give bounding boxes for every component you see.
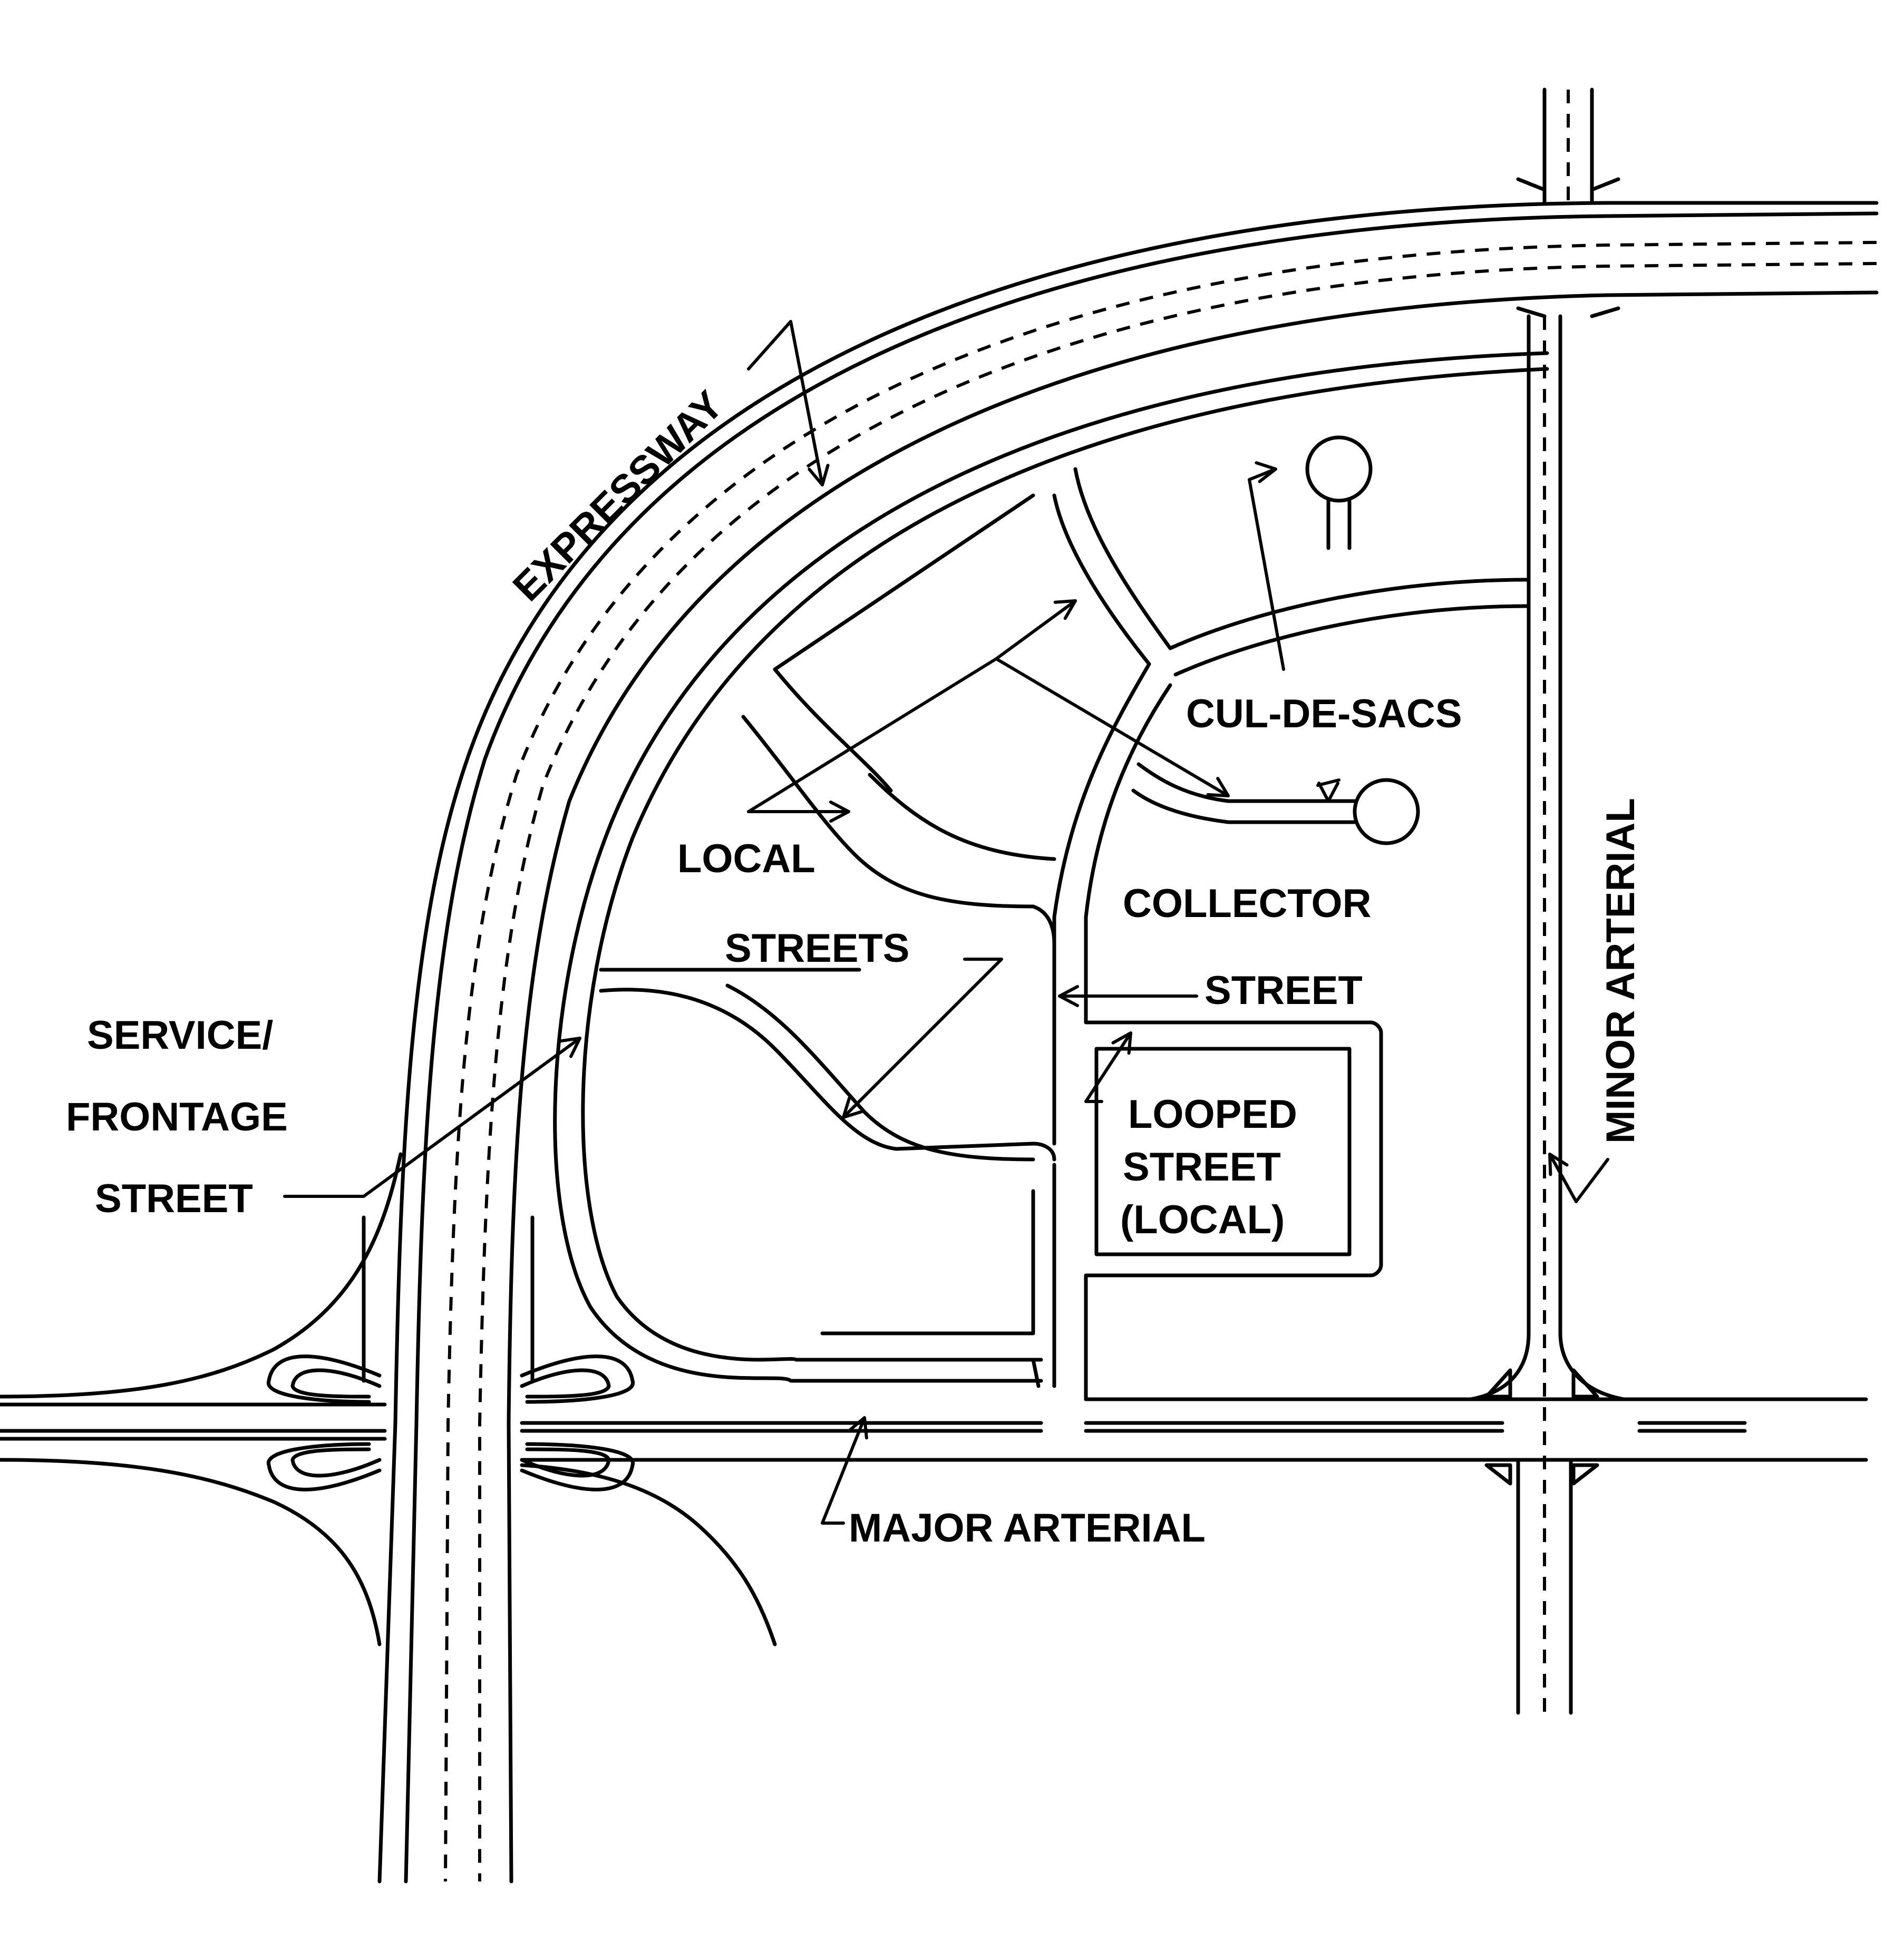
major-arterial-label: MAJOR ARTERIAL bbox=[849, 1506, 1206, 1551]
service-frontage-street bbox=[553, 351, 1549, 1383]
streets-label: STREETS bbox=[725, 926, 910, 971]
collector-street-label: STREET bbox=[1204, 968, 1363, 1013]
minor-arterial-label: MINOR ARTERIAL bbox=[1598, 798, 1643, 1144]
service-frontage-label-line-3: STREET bbox=[95, 1176, 253, 1221]
expressway bbox=[377, 201, 1879, 1884]
service-frontage-label-line-2: FRONTAGE bbox=[66, 1095, 288, 1139]
cul-de-sacs-label: CUL-DE-SACS bbox=[1186, 691, 1462, 736]
cloverleaf-interchange bbox=[267, 1215, 635, 1491]
expressway-label: EXPRESSWAY bbox=[504, 383, 732, 610]
collector-label: COLLECTOR bbox=[1123, 881, 1371, 926]
looped-street-label-line-3: (LOCAL) bbox=[1120, 1197, 1285, 1242]
minor-arterial bbox=[1469, 87, 1626, 1715]
leader-lines bbox=[283, 320, 1609, 1525]
cul-de-sacs bbox=[1131, 435, 1420, 845]
looped-street-label-line-1: LOOPED bbox=[1128, 1092, 1297, 1137]
major-arterial bbox=[0, 1152, 1868, 1646]
service-frontage-label-line-1: SERVICE/ bbox=[87, 1013, 273, 1058]
collector-street bbox=[1052, 467, 1531, 1401]
labels: EXPRESSWAY CUL-DE-SACS LOCAL STREETS COL… bbox=[66, 383, 1643, 1551]
local-label: LOCAL bbox=[677, 836, 815, 881]
local-streets bbox=[599, 493, 1056, 1388]
looped-street-label-line-2: STREET bbox=[1123, 1145, 1281, 1189]
